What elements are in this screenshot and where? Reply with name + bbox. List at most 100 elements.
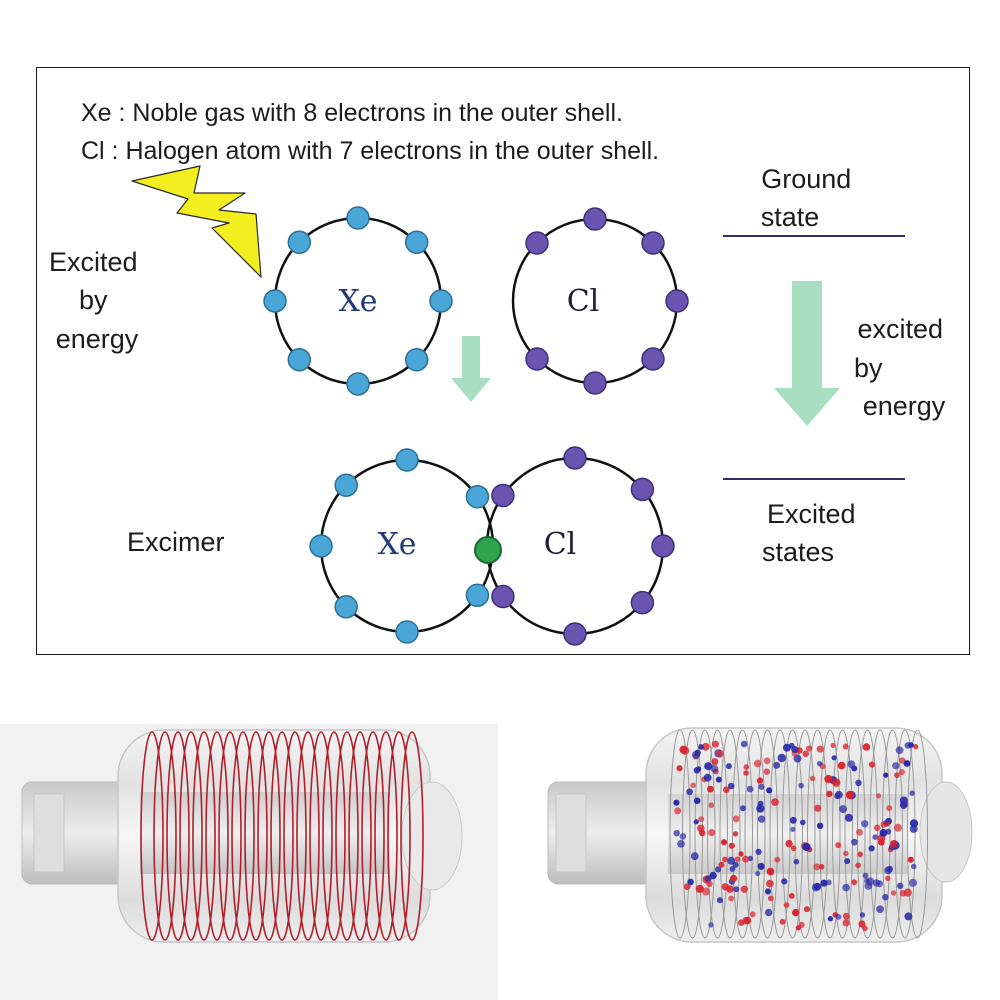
gas-particle [862,872,869,879]
electron [346,206,370,230]
gas-particle [676,765,683,772]
gas-particle [858,920,866,928]
gas-particle [757,862,765,870]
gas-particle [763,757,771,765]
gas-particle [693,819,699,825]
gas-particle [755,848,762,855]
gas-particle [893,823,902,832]
gas-particle [701,742,710,751]
gas-particle [894,772,900,779]
wire-winding [707,729,728,939]
gas-particle [793,858,800,865]
gas-particle [732,831,739,837]
electron [287,230,312,255]
electron [287,347,312,372]
gas-particle [868,761,876,768]
gas-particle [897,882,904,890]
gas-particle [743,770,749,776]
gas-particle [721,883,729,891]
gas-particle [742,855,750,863]
wire-winding [907,729,928,939]
gas-particle [702,887,710,896]
gas-particle [804,906,810,913]
gas-particle [738,851,744,857]
intro-line-xe: Xe : Noble gas with 8 electrons in the o… [81,99,623,127]
gas-particle [740,885,748,893]
cl-atom-top: Cl [511,207,689,395]
gas-particle [842,919,850,927]
gas-particle [793,754,802,763]
gas-particle [728,895,735,902]
gas-particle [814,804,822,812]
gas-particle [856,828,863,836]
gas-particle [885,875,891,881]
gas-particle [734,856,741,862]
wire-winding [894,729,916,939]
gas-particle [674,807,682,815]
electron [665,289,689,313]
coil-winding [348,731,372,941]
gas-particle [890,890,897,896]
cl-symbol: Cl [544,527,577,562]
gas-particle [851,838,858,846]
down-arrow-icon [774,281,840,426]
gas-particle [907,856,914,863]
electron [525,231,549,255]
gas-particle [802,842,811,852]
gas-particle [755,870,761,877]
gas-particle [884,866,892,875]
cl-electrons [491,446,675,646]
gas-particle [809,775,816,782]
gas-particle [743,764,750,770]
gas-particle [835,790,843,799]
electron [630,477,655,502]
gas-particle [757,815,766,823]
electron [563,446,587,470]
electron [334,473,358,497]
ground-state-label: Ground state [761,164,859,232]
gas-particle [740,740,748,748]
gas-particle [722,856,728,863]
wire-winding [757,729,778,939]
gas-particle [740,805,746,812]
gas-particle [677,840,685,848]
gas-particle [715,749,724,758]
coil-winding [400,731,424,941]
cl-atom-bottom: Cl [485,446,675,646]
gas-particle [715,776,722,783]
gas-particle [851,879,858,886]
gas-particle [679,833,687,840]
gas-particle [789,816,797,824]
wire-winding [744,729,766,939]
wire-winding [769,729,791,939]
gas-particle [763,768,770,775]
gas-particle [878,838,885,846]
gas-particle [883,772,889,778]
excimer-lamp-illustrations [0,724,973,1000]
gas-particle [729,866,736,872]
gas-particle [747,855,754,862]
gas-particle [868,845,875,852]
gas-particle [710,764,719,773]
gas-particle [837,761,846,770]
electron [630,590,655,615]
gas-particle [708,922,714,928]
gas-particle [824,774,833,784]
coil-winding [257,731,281,941]
excimer-diagram: Xe : Noble gas with 8 electrons in the o… [49,99,946,646]
wire-winding [819,729,841,939]
gas-particle [835,914,842,920]
down-arrow-icon [451,336,491,402]
gas-particle [820,879,828,887]
gas-particle [842,883,850,892]
wire-winding [669,729,691,939]
gas-particle [835,842,842,849]
gas-particle [704,762,713,771]
gas-particle [779,918,786,925]
gas-particle [813,882,822,891]
gas-particle [703,773,712,782]
wire-winding [832,729,853,939]
gas-particle [680,746,690,755]
coil-winding [218,731,242,941]
gas-particle [690,852,699,861]
